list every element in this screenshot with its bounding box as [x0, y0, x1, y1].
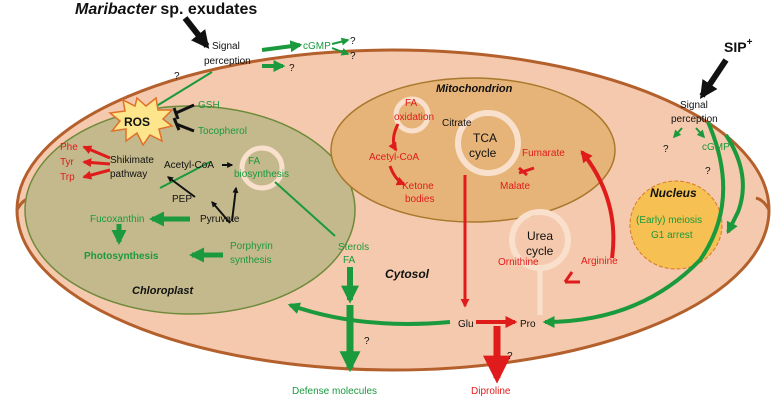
fa-biosynthesis-1: FA — [248, 156, 261, 167]
tocopherol-label: Tocopherol — [198, 126, 247, 137]
pyruvate-label: Pyruvate — [200, 214, 240, 225]
fumarate-label: Fumarate — [522, 148, 565, 159]
citrate-label: Citrate — [442, 118, 472, 129]
ros-burst — [108, 96, 174, 147]
tca-1: TCA — [473, 131, 497, 145]
q2: ? — [350, 51, 356, 62]
ketone-1: Ketone — [402, 181, 434, 192]
trp-label: Trp — [60, 172, 75, 183]
signal-perception-left-1: Signal — [212, 41, 240, 52]
porphyrin-2: synthesis — [230, 255, 272, 266]
meiosis-2: G1 arrest — [651, 230, 693, 241]
exudates-title: Maribacter sp. exudates — [75, 1, 257, 18]
signal-perception-right-2: perception — [671, 114, 718, 125]
q4: ? — [174, 71, 180, 82]
fa-oxidation-2: oxidation — [394, 112, 434, 123]
cytosol-title: Cytosol — [385, 267, 430, 281]
photosynthesis-label: Photosynthesis — [84, 251, 159, 262]
fa-oxidation-1: FA — [405, 98, 418, 109]
ketone-2: bodies — [405, 194, 434, 205]
q7: ? — [663, 144, 669, 155]
sip-label: SIP+ — [724, 37, 753, 55]
diproline-label: Diproline — [471, 386, 511, 397]
sterols-2: FA — [343, 255, 356, 266]
ornithine-label: Ornithine — [498, 257, 539, 268]
q1: ? — [350, 36, 356, 47]
arginine-label: Arginine — [581, 256, 618, 267]
tca-2: cycle — [469, 146, 497, 160]
q8: ? — [705, 166, 711, 177]
malate-label: Malate — [500, 181, 530, 192]
fucoxanthin-label: Fucoxanthin — [90, 214, 144, 225]
q6: ? — [507, 351, 513, 362]
mitochondrion-title: Mitochondrion — [436, 83, 513, 95]
fa-biosynthesis-ring — [239, 145, 285, 191]
urea-2: cycle — [526, 244, 554, 258]
chloroplast-title: Chloroplast — [132, 285, 194, 297]
tca-ring — [455, 110, 521, 176]
fa-oxidation-ring — [393, 96, 431, 134]
defense-label: Defense molecules — [292, 386, 377, 397]
shikimate-1: Shikimate — [110, 155, 154, 166]
acetyl-coa-mito: Acetyl-CoA — [369, 152, 419, 163]
mitochondrion — [330, 77, 616, 223]
fa-biosynthesis-2: biosynthesis — [234, 169, 289, 180]
q3: ? — [289, 63, 295, 74]
cgmp-top: cGMP — [303, 41, 331, 52]
meiosis-1: (Early) meiosis — [636, 215, 702, 226]
cgmp-right: cGMP — [702, 142, 730, 153]
sterols-1: Sterols — [338, 242, 369, 253]
urea-1: Urea — [527, 229, 553, 243]
glu-label: Glu — [458, 319, 474, 330]
sip-arrow — [699, 58, 729, 99]
gsh-label: GSH — [198, 100, 220, 111]
acetyl-coa-chloroplast: Acetyl-CoA — [164, 160, 214, 171]
ros-label: ROS — [124, 115, 150, 129]
tyr-label: Tyr — [60, 157, 75, 168]
q5: ? — [364, 336, 370, 347]
porphyrin-1: Porphyrin — [230, 241, 273, 252]
signal-perception-right-1: Signal — [680, 100, 708, 111]
shikimate-2: pathway — [110, 169, 147, 180]
exudates-arrow — [182, 16, 210, 49]
signal-perception-left-2: perception — [204, 56, 251, 67]
nucleus — [629, 180, 723, 270]
pro-label: Pro — [520, 319, 536, 330]
phe-label: Phe — [60, 142, 78, 153]
nucleus-title: Nucleus — [650, 186, 697, 200]
pep-label: PEP — [172, 194, 192, 205]
